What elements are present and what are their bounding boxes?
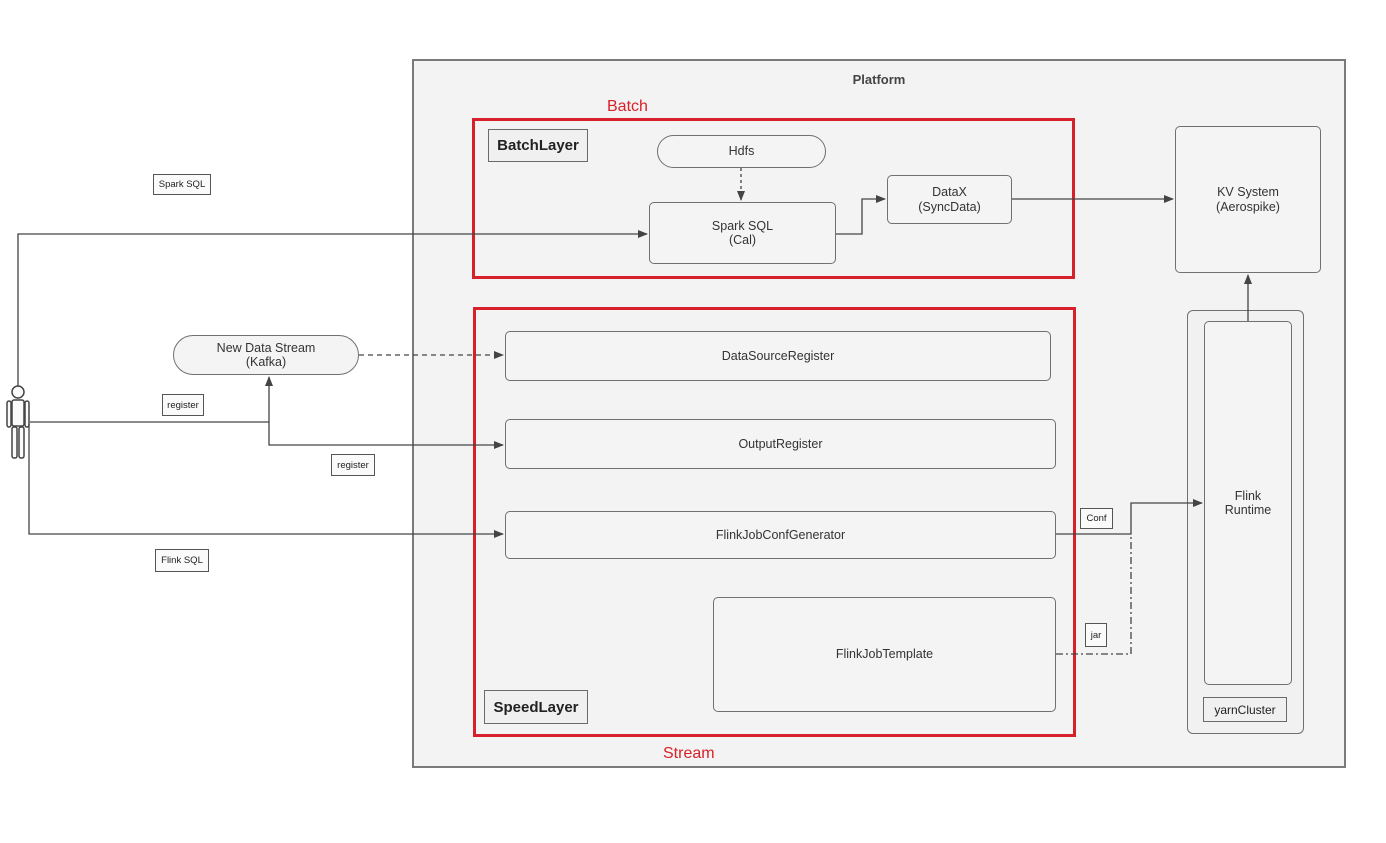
batch-layer-label: BatchLayer: [488, 129, 588, 162]
register-tag-kafka: register: [162, 394, 204, 416]
spark-sql-tag: Spark SQL: [153, 174, 211, 195]
datasource-register-node[interactable]: DataSourceRegister: [505, 331, 1051, 381]
stream-region: [473, 307, 1076, 737]
stream-region-label: Stream: [663, 745, 715, 762]
jar-tag: jar: [1085, 623, 1107, 647]
batch-region-label: Batch: [607, 98, 648, 115]
edge-user-to-conf-generator: [28, 424, 504, 538]
user-stick-figure-icon: [6, 385, 30, 459]
yarn-cluster-label: yarnCluster: [1203, 697, 1287, 722]
flink-runtime-node[interactable]: Flink Runtime: [1204, 321, 1292, 685]
flink-job-conf-generator-node[interactable]: FlinkJobConfGenerator: [505, 511, 1056, 559]
output-register-node[interactable]: OutputRegister: [505, 419, 1056, 469]
kafka-stream-node[interactable]: New Data Stream (Kafka): [173, 335, 359, 375]
edge-user-to-output-register: [268, 422, 504, 449]
edge-conf-to-flink-runtime: [1056, 499, 1203, 535]
flink-sql-tag: Flink SQL: [155, 549, 209, 572]
platform-title: Platform: [852, 72, 906, 87]
edge-user-to-kafka: [30, 376, 273, 423]
datax-node[interactable]: DataX (SyncData): [887, 175, 1012, 224]
register-tag-output: register: [331, 454, 375, 476]
hdfs-node[interactable]: Hdfs: [657, 135, 826, 168]
speed-layer-label: SpeedLayer: [484, 690, 588, 724]
edge-user-to-spark-sql: [17, 230, 648, 386]
spark-sql-node[interactable]: Spark SQL (Cal): [649, 202, 836, 264]
edge-jar-to-flink-runtime: [1056, 536, 1132, 655]
conf-tag: Conf: [1080, 508, 1113, 529]
edge-spark-sql-to-datax: [836, 195, 886, 235]
flink-job-template-node[interactable]: FlinkJobTemplate: [713, 597, 1056, 712]
kv-system-node[interactable]: KV System (Aerospike): [1175, 126, 1321, 273]
